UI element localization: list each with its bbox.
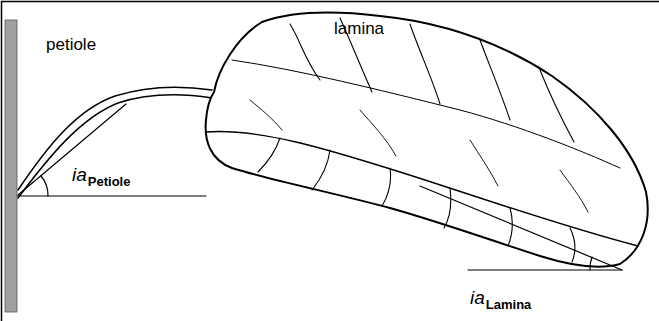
angle-symbol: ia (72, 165, 87, 184)
angle-subscript: Lamina (486, 298, 532, 311)
angle-subscript: Petiole (88, 175, 131, 188)
part-label: lamina (334, 20, 384, 37)
part-label: petiole (46, 36, 96, 53)
petiole-drawing (18, 87, 212, 198)
stem (5, 20, 17, 312)
angle-symbol: ia (470, 288, 485, 307)
lamina-drawing (206, 13, 648, 270)
